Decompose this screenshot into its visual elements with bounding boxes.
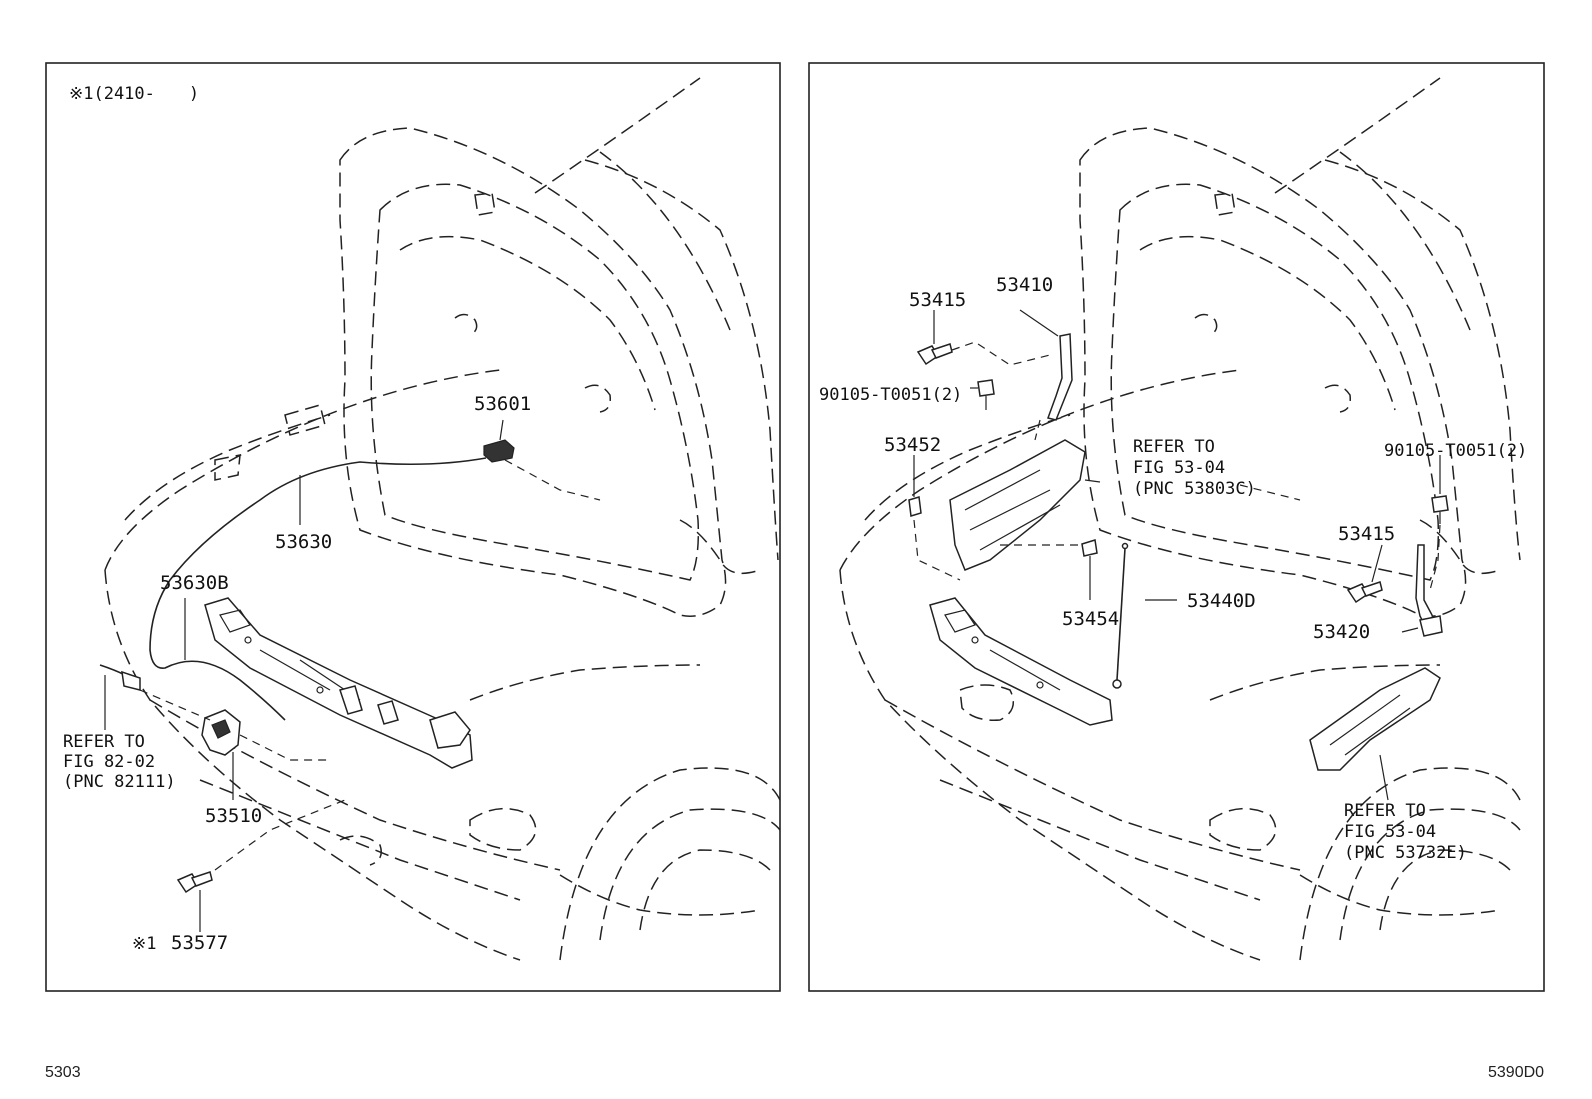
hood-lock-clip-53601 <box>483 419 515 463</box>
radiator-support-upper <box>204 597 473 769</box>
right-panel-frame <box>808 62 1545 992</box>
refer-82-line1: REFER TO <box>63 732 145 752</box>
refer-53732e-line2: FIG 53-04 <box>1344 822 1436 842</box>
right-parts <box>908 309 1449 801</box>
callout-53630: 53630 <box>275 531 332 553</box>
left-parts <box>99 419 601 932</box>
refer-53803c-line1: REFER TO <box>1133 437 1215 457</box>
clip-53452 <box>908 455 961 581</box>
callout-53410: 53410 <box>996 274 1053 296</box>
hinge-bracket-right <box>1309 667 1441 801</box>
right-panel: 53415 53410 90105-T0051(2) 53452 REFER T… <box>808 62 1545 992</box>
callout-53415-top: 53415 <box>909 289 966 311</box>
callout-90105-right: 90105-T0051(2) <box>1384 441 1527 461</box>
bolt-53577 <box>176 871 213 932</box>
callout-53415-right: 53415 <box>1338 523 1395 545</box>
callout-53452: 53452 <box>884 434 941 456</box>
bolt-90105-left <box>970 379 995 410</box>
callout-53510: 53510 <box>205 805 262 827</box>
hood-hinge-53410 <box>1019 309 1073 441</box>
callout-53577: 53577 <box>171 932 228 954</box>
callout-53440d: 53440D <box>1187 590 1256 612</box>
left-panel-frame <box>45 62 781 992</box>
hinge-bracket-left <box>949 439 1301 571</box>
callout-53420: 53420 <box>1313 621 1370 643</box>
refer-82-line2: FIG 82-02 <box>63 752 155 772</box>
bolt-90105-right <box>1429 455 1449 591</box>
hood-lock-53510 <box>201 709 241 800</box>
refer-53732e-line1: REFER TO <box>1344 801 1426 821</box>
callout-53601: 53601 <box>474 393 531 415</box>
callout-53454: 53454 <box>1062 608 1119 630</box>
callout-90105-left: 90105-T0051(2) <box>819 385 962 405</box>
refer-53732e-line3: (PNC 53732E) <box>1344 843 1467 863</box>
release-cable-53630 <box>149 457 487 721</box>
bolt-53415-right <box>1346 544 1383 604</box>
refer-53803c-line2: FIG 53-04 <box>1133 458 1225 478</box>
callout-53577-mark: ※1 <box>132 934 156 954</box>
left-panel: ※1(2410- ) 53601 53630 53630B 53510 ※1 5… <box>45 62 781 992</box>
hood-hinge-53420 <box>1401 544 1443 637</box>
left-header-note: ※1(2410- ) <box>69 84 199 104</box>
right-car-outline <box>839 77 1521 961</box>
refer-82-line3: (PNC 82111) <box>63 772 176 792</box>
hood-stay-53440d <box>1112 542 1177 689</box>
page-code: 5303 <box>45 1064 81 1081</box>
radiator-support-upper-right <box>929 597 1113 726</box>
left-car-outline <box>104 77 781 961</box>
clip-53454 <box>1081 539 1098 600</box>
refer-53803c-line3: (PNC 53803C) <box>1133 479 1256 499</box>
bolt-53415-left <box>916 310 1051 366</box>
callout-53630b: 53630B <box>160 572 229 594</box>
figure-code: 5390D0 <box>1488 1064 1544 1081</box>
